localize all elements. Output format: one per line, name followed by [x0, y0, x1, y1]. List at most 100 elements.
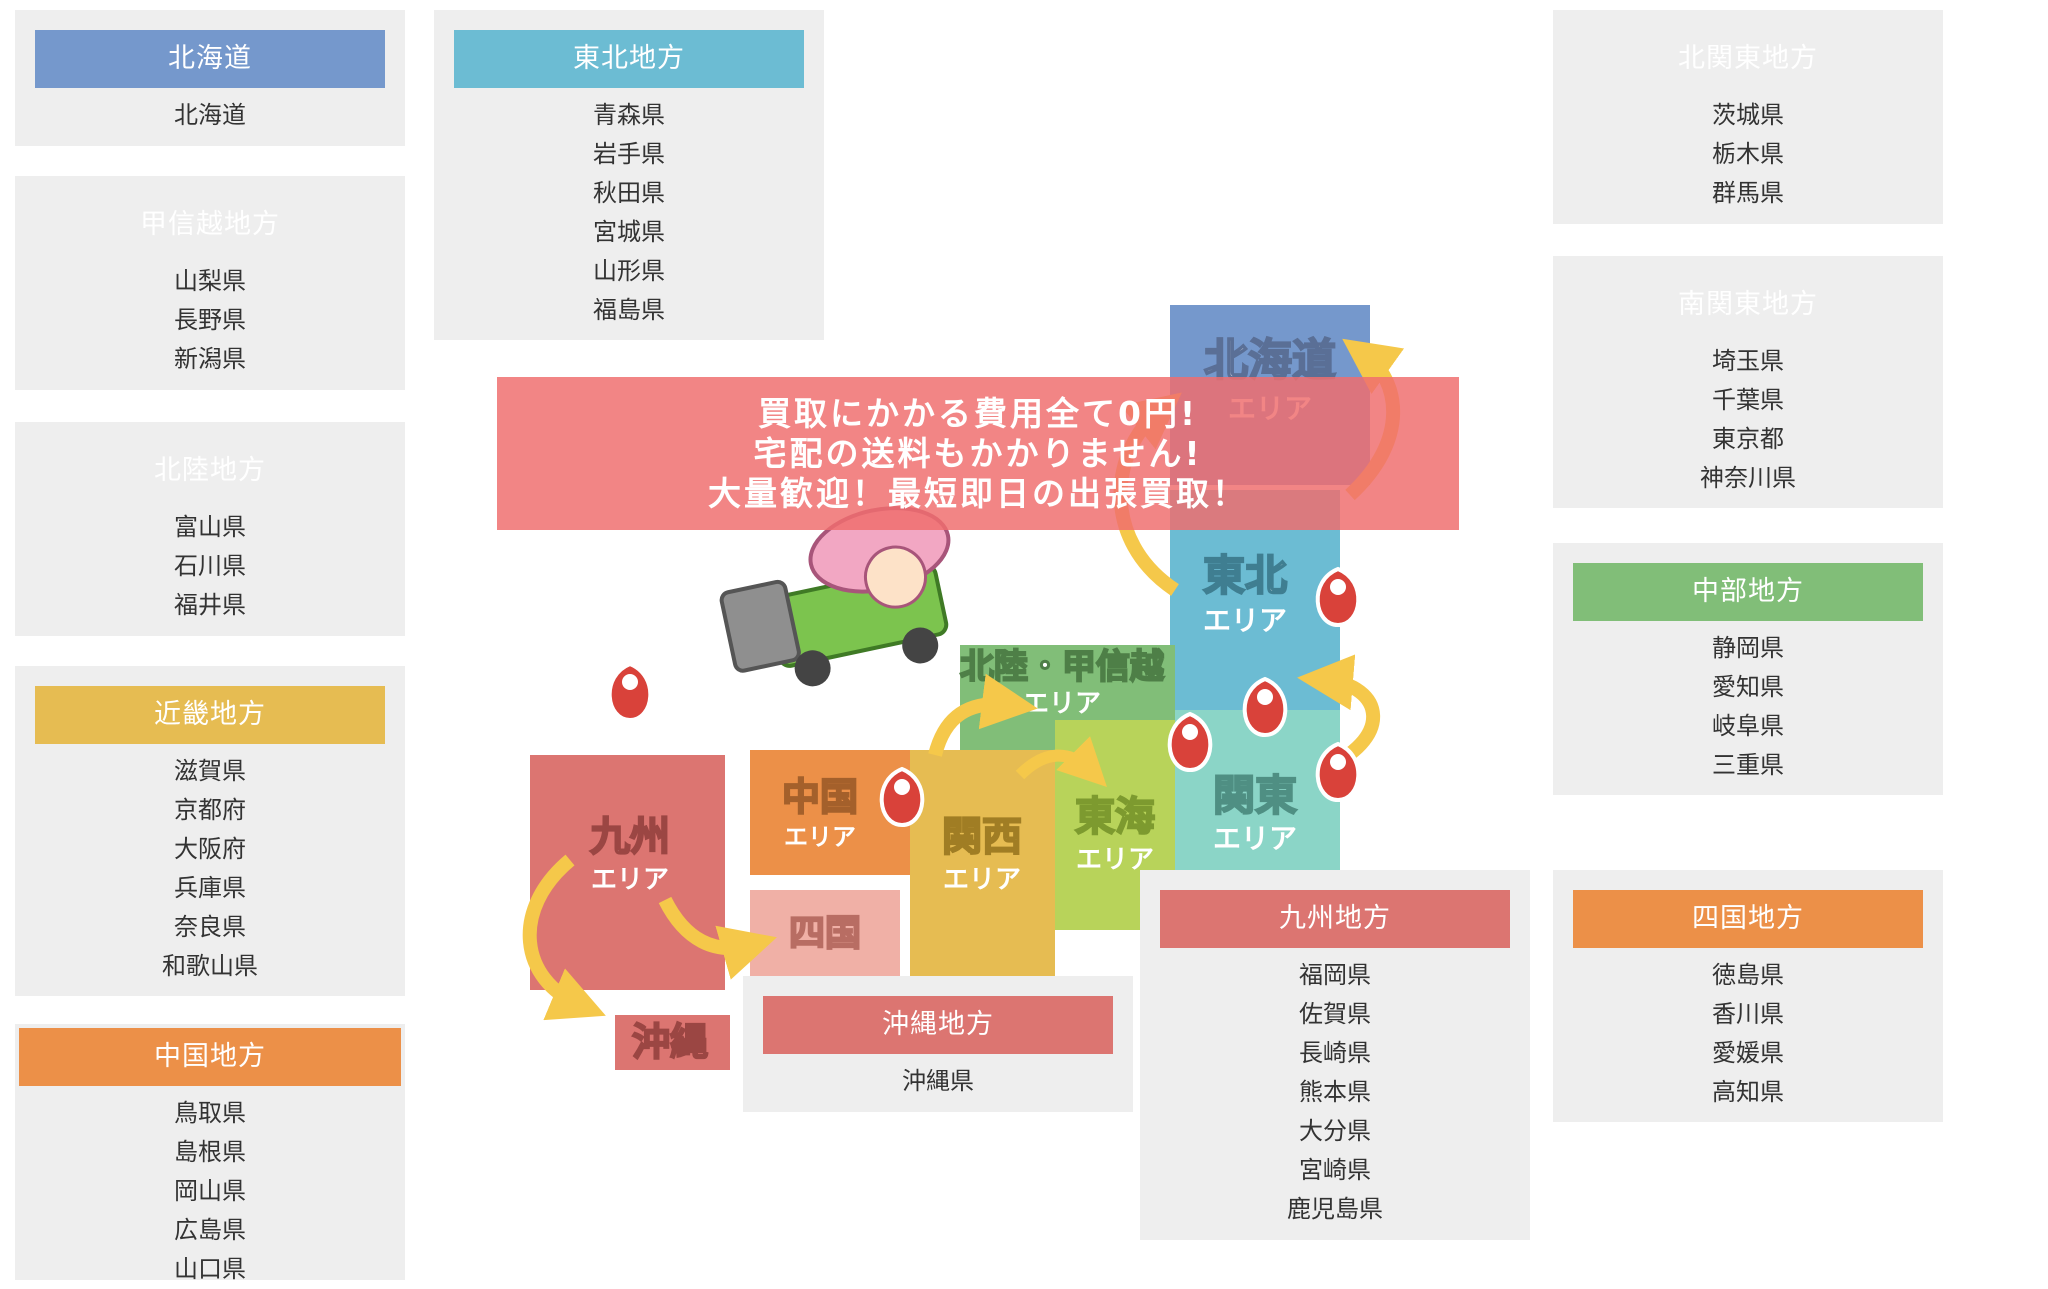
map-label-tohoku: 東北 [1203, 551, 1287, 600]
prefecture-item[interactable]: 和歌山県 [162, 952, 258, 980]
prefecture-item[interactable]: 佐賀県 [1299, 1000, 1371, 1028]
map-label-kyushu: 九州 [590, 814, 670, 860]
map-area-suffix: エリア [1023, 689, 1101, 719]
region-title: 北陸地方 [154, 455, 266, 486]
map-pin-icon [1315, 566, 1361, 628]
prefecture-item[interactable]: 千葉県 [1712, 386, 1784, 414]
region-title: 中国地方 [19, 1028, 401, 1086]
prefecture-item[interactable]: 奈良県 [174, 913, 246, 941]
prefecture-item[interactable]: 広島県 [174, 1216, 246, 1244]
prefecture-item[interactable]: 熊本県 [1299, 1078, 1371, 1106]
japan-region-map: 北海道 エリア 東北 エリア 北陸・甲信越 エリア 関東 エリア 東海 エリア … [522, 305, 1405, 1070]
region-panel-hokkaido: 北海道 北海道 [15, 10, 405, 146]
prefecture-item[interactable]: 福島県 [593, 296, 665, 324]
banner-line-2: 宅配の送料もかかりません! [753, 433, 1203, 473]
prefecture-item[interactable]: 愛媛県 [1712, 1039, 1784, 1067]
prefecture-item[interactable]: 長崎県 [1299, 1039, 1371, 1067]
region-panel-koshinetsu: 甲信越地方 山梨県長野県新潟県 [15, 176, 405, 390]
prefecture-item[interactable]: 島根県 [174, 1138, 246, 1166]
arrow-icon [658, 896, 777, 980]
map-area-shikoku[interactable]: 四国 [750, 890, 900, 980]
map-pin-icon [879, 766, 925, 828]
prefecture-item[interactable]: 埼玉県 [1712, 347, 1784, 375]
map-pin-icon [1167, 711, 1213, 773]
prefecture-item[interactable]: 兵庫県 [174, 874, 246, 902]
prefecture-list: 北海道 [35, 96, 385, 135]
prefecture-list: 静岡県愛知県岐阜県三重県 [1573, 629, 1923, 785]
prefecture-item[interactable]: 福岡県 [1299, 961, 1371, 989]
prefecture-list: 埼玉県千葉県東京都神奈川県 [1573, 342, 1923, 498]
prefecture-list: 徳島県香川県愛媛県高知県 [1573, 956, 1923, 1112]
region-panel-chugoku: 中国地方 鳥取県島根県岡山県広島県山口県 [15, 1024, 405, 1283]
prefecture-item[interactable]: 高知県 [1712, 1078, 1784, 1106]
arrow-icon [522, 854, 606, 1021]
region-title: 四国地方 [1573, 890, 1923, 948]
prefecture-item[interactable]: 沖縄県 [902, 1067, 974, 1095]
map-label-kansai: 関西 [942, 814, 1022, 860]
map-pin-icon [607, 661, 653, 723]
map-label-okinawa: 沖縄 [632, 1020, 708, 1064]
map-pin-icon [1242, 676, 1288, 738]
prefecture-item[interactable]: 北海道 [174, 101, 246, 129]
prefecture-item[interactable]: 滋賀県 [174, 757, 246, 785]
prefecture-item[interactable]: 静岡県 [1712, 634, 1784, 662]
region-title: 北海道 [35, 30, 385, 88]
prefecture-item[interactable]: 山梨県 [174, 267, 246, 295]
region-panel-chubu: 中部地方 静岡県愛知県岐阜県三重県 [1553, 543, 1943, 795]
region-panel-hokuriku: 北陸地方 富山県石川県福井県 [15, 422, 405, 636]
prefecture-item[interactable]: 愛知県 [1712, 673, 1784, 701]
prefecture-item[interactable]: 青森県 [593, 101, 665, 129]
delivery-truck-mascot-icon [719, 506, 951, 687]
map-label-tokai: 東海 [1075, 794, 1155, 840]
prefecture-item[interactable]: 福井県 [174, 591, 246, 619]
arrow-icon [1015, 736, 1107, 787]
prefecture-item[interactable]: 群馬県 [1712, 179, 1784, 207]
prefecture-item[interactable]: 京都府 [174, 796, 246, 824]
map-label-kanto: 関東 [1213, 771, 1297, 820]
region-title: 中部地方 [1573, 563, 1923, 621]
prefecture-item[interactable]: 鹿児島県 [1287, 1195, 1383, 1223]
prefecture-item[interactable]: 長野県 [174, 306, 246, 334]
prefecture-item[interactable]: 徳島県 [1712, 961, 1784, 989]
prefecture-item[interactable]: 神奈川県 [1700, 464, 1796, 492]
prefecture-item[interactable]: 山口県 [174, 1255, 246, 1283]
prefecture-item[interactable]: 大分県 [1299, 1117, 1371, 1145]
region-title: 東北地方 [454, 30, 804, 88]
region-panel-kinki: 近畿地方 滋賀県京都府大阪府兵庫県奈良県和歌山県 [15, 666, 405, 996]
region-panel-kitakanto: 北関東地方 茨城県栃木県群馬県 [1553, 10, 1943, 224]
prefecture-item[interactable]: 鳥取県 [174, 1099, 246, 1127]
prefecture-item[interactable]: 岐阜県 [1712, 712, 1784, 740]
prefecture-item[interactable]: 宮城県 [593, 218, 665, 246]
prefecture-list: 滋賀県京都府大阪府兵庫県奈良県和歌山県 [35, 752, 385, 986]
map-area-kanto[interactable]: 関東 エリア [1175, 710, 1340, 900]
map-area-okinawa[interactable]: 沖縄 [615, 1015, 730, 1070]
prefecture-item[interactable]: 岡山県 [174, 1177, 246, 1205]
promo-banner: 買取にかかる費用全て0円! 宅配の送料もかかりません! 大量歓迎！最短即日の出張… [497, 377, 1459, 530]
prefecture-item[interactable]: 大阪府 [174, 835, 246, 863]
prefecture-item[interactable]: 茨城県 [1712, 101, 1784, 129]
map-pin-icon [1315, 741, 1361, 803]
prefecture-list: 茨城県栃木県群馬県 [1573, 96, 1923, 213]
banner-line-1: 買取にかかる費用全て0円! [757, 393, 1198, 433]
prefecture-item[interactable]: 新潟県 [174, 345, 246, 373]
region-title: 南関東地方 [1678, 289, 1818, 320]
prefecture-item[interactable]: 山形県 [593, 257, 665, 285]
region-panel-tohoku: 東北地方 青森県岩手県秋田県宮城県山形県福島県 [434, 10, 824, 340]
prefecture-item[interactable]: 富山県 [174, 513, 246, 541]
region-title: 北関東地方 [1678, 43, 1818, 74]
region-panel-shikoku: 四国地方 徳島県香川県愛媛県高知県 [1553, 870, 1943, 1122]
map-area-suffix: エリア [784, 823, 856, 851]
prefecture-item[interactable]: 三重県 [1712, 751, 1784, 779]
prefecture-item[interactable]: 秋田県 [593, 179, 665, 207]
map-label-hokuriku: 北陸・甲信越 [960, 647, 1165, 687]
prefecture-item[interactable]: 岩手県 [593, 140, 665, 168]
prefecture-item[interactable]: 石川県 [174, 552, 246, 580]
prefecture-item[interactable]: 香川県 [1712, 1000, 1784, 1028]
region-title: 近畿地方 [35, 686, 385, 744]
prefecture-item[interactable]: 東京都 [1712, 425, 1784, 453]
map-area-suffix: エリア [1203, 604, 1287, 637]
prefecture-item[interactable]: 栃木県 [1712, 140, 1784, 168]
map-area-kansai[interactable]: 関西 エリア [910, 750, 1055, 980]
prefecture-item[interactable]: 宮崎県 [1299, 1156, 1371, 1184]
region-title: 九州地方 [1160, 890, 1510, 948]
